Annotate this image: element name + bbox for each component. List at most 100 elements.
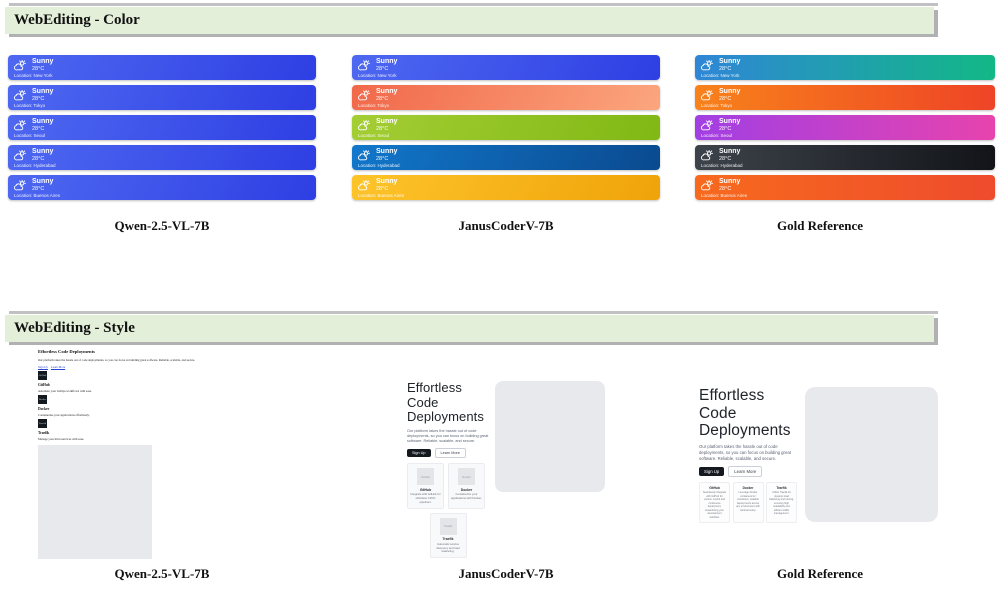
mini-page-links: Sign Up Learn More [38, 365, 320, 369]
sun-cloud-icon [358, 59, 371, 71]
location-label: Location: Buenos Aires [701, 193, 748, 198]
location-label: Location: New York [701, 73, 740, 78]
location-label: Location: Hyderabad [701, 163, 743, 168]
mini-page-heading: Effortless Code Deployments [699, 387, 791, 439]
sun-cloud-icon [358, 179, 371, 191]
location-label: Location: Buenos Aires [358, 193, 405, 198]
temperature-label: 28°C [376, 66, 389, 72]
button-row: Sign Up Learn More [699, 465, 801, 477]
temperature-label: 28°C [376, 126, 389, 132]
feature-name: Docker [460, 487, 473, 492]
sun-cloud-icon [701, 179, 714, 191]
hero-image-placeholder [805, 387, 938, 522]
condition-label: Sunny [32, 58, 54, 65]
condition-label: Sunny [32, 148, 54, 155]
feature-desc: Leverage Docker containers for consisten… [736, 491, 760, 512]
logo-alt-text: GitHub [38, 374, 47, 377]
logo-alt-text: Traefik [443, 524, 453, 529]
sun-cloud-icon [14, 119, 27, 131]
logo-image-placeholder: GitHub [38, 371, 47, 380]
logo-alt-text: Traefik [38, 422, 47, 425]
sun-cloud-icon [14, 149, 27, 161]
temperature-label: 28°C [32, 186, 45, 192]
logo-image-placeholder: Traefik [439, 517, 457, 535]
sun-cloud-icon [14, 59, 27, 71]
model-label-qwen-style: Qwen-2.5-VL-7B [114, 566, 210, 581]
feature-card-row: GitHub GitHub Integrate with GitHub for … [407, 463, 489, 509]
sun-cloud-icon [358, 119, 371, 131]
location-label: Location: Seoul [701, 133, 733, 138]
logo-alt-text: Docker [38, 398, 47, 401]
mini-page-paragraph: Our platform takes the hassle out of cod… [407, 428, 489, 444]
temperature-label: 28°C [32, 96, 45, 102]
condition-label: Sunny [376, 118, 398, 125]
temperature-label: 28°C [376, 96, 389, 102]
model-label-gold-color: Gold Reference [776, 218, 864, 233]
temperature-label: 28°C [719, 156, 732, 162]
feature-card-row: GitHub Seamlessly integrate with GitHub … [699, 481, 801, 524]
model-label-gold-style: Gold Reference [776, 566, 864, 581]
condition-label: Sunny [719, 148, 741, 155]
button-row: Sign Up Learn More [407, 448, 489, 459]
condition-label: Sunny [719, 178, 741, 185]
location-label: Location: Tokyo [14, 103, 46, 108]
feature-card-docker: Docker Leverage Docker containers for co… [732, 481, 764, 524]
sign-up-button[interactable]: Sign Up [699, 466, 725, 476]
sign-up-link[interactable]: Sign Up [38, 364, 48, 369]
hero-image-placeholder [38, 444, 152, 559]
mini-page-paragraph: Our platform takes the hassle out of cod… [699, 443, 791, 461]
feature-card-docker: Docker Docker Containerize your applicat… [448, 463, 485, 509]
sun-cloud-icon [14, 179, 27, 191]
sign-up-button[interactable]: Sign Up [407, 449, 431, 458]
temperature-label: 28°C [32, 156, 45, 162]
feature-desc: Automatic service discovery and load bal… [436, 541, 460, 554]
learn-more-link[interactable]: Learn More [50, 364, 66, 369]
temperature-label: 28°C [376, 156, 389, 162]
learn-more-button[interactable]: Learn More [728, 465, 763, 477]
header-top-shadow [9, 311, 938, 314]
sun-cloud-icon [701, 59, 714, 71]
model-label-janus-style: JanusCoderV-7B [458, 566, 554, 581]
mini-page-paragraph: Our platform takes the hassle out of cod… [38, 357, 196, 362]
feature-name: Traefik [442, 537, 454, 542]
feature-desc: Automate your GitOps workflows with ease… [38, 388, 92, 393]
learn-more-button[interactable]: Learn More [434, 448, 466, 459]
condition-label: Sunny [32, 178, 54, 185]
mini-page-content: Effortless Code Deployments Our platform… [407, 380, 489, 559]
location-label: Location: Hyderabad [358, 163, 400, 168]
feature-card-github: GitHub GitHub Integrate with GitHub for … [407, 463, 444, 509]
temperature-label: 28°C [32, 66, 45, 72]
location-label: Location: Tokyo [701, 103, 733, 108]
condition-label: Sunny [376, 178, 398, 185]
model-label-qwen-color: Qwen-2.5-VL-7B [114, 218, 210, 233]
temperature-label: 28°C [376, 186, 389, 192]
header-top-shadow [9, 3, 938, 6]
temperature-label: 28°C [32, 126, 45, 132]
temperature-label: 28°C [719, 186, 732, 192]
logo-alt-text: Docker [462, 474, 471, 479]
sun-cloud-icon [701, 119, 714, 131]
location-label: Location: New York [14, 73, 53, 78]
model-label-janus-color: JanusCoderV-7B [458, 218, 554, 233]
feature-card-traefik: Traefik Traefik Automatic service discov… [429, 512, 467, 559]
feature-desc: Containerize your applications with Dock… [451, 492, 482, 501]
section-title-style: WebEditing - Style [14, 320, 135, 336]
condition-label: Sunny [719, 88, 741, 95]
